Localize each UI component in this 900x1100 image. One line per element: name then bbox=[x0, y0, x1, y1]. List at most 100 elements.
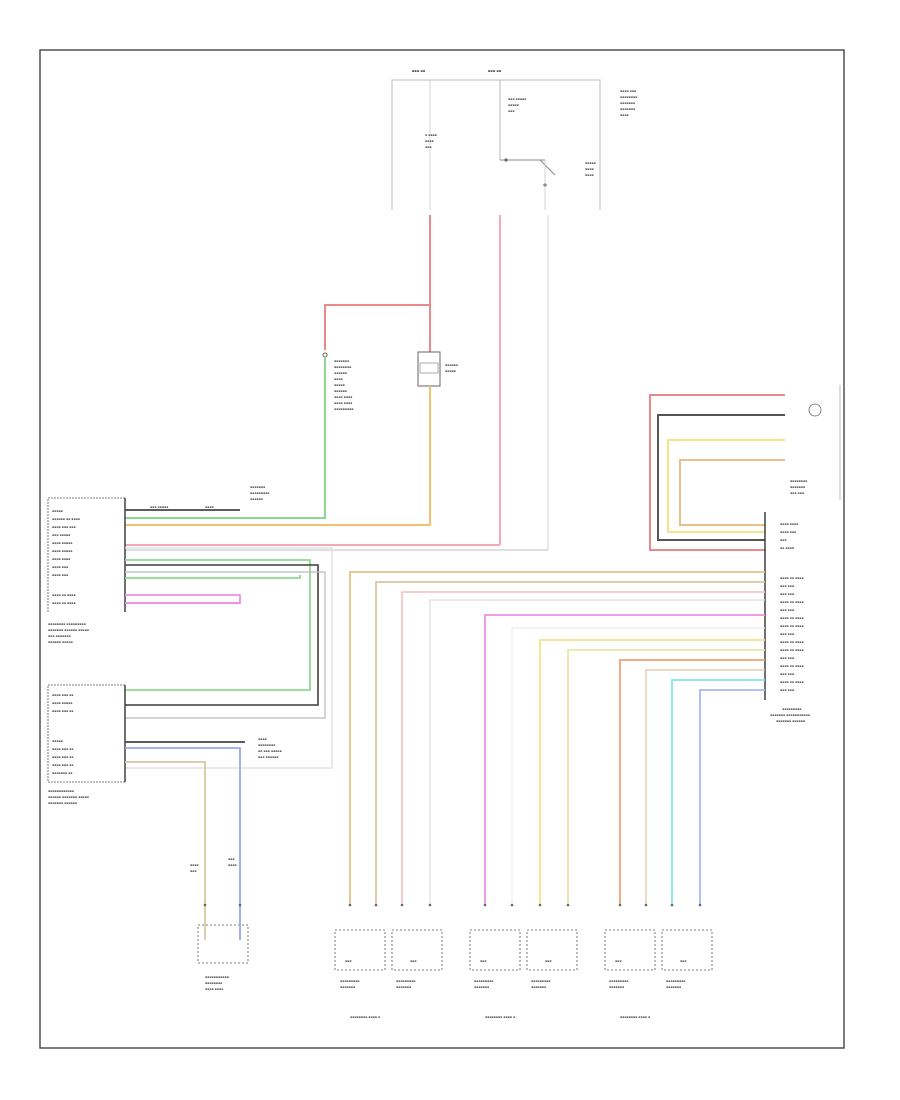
cell-wires bbox=[349, 571, 765, 905]
svg-text:▪▪▪ ▪▪▪: ▪▪▪ ▪▪▪ bbox=[780, 584, 794, 588]
svg-text:▪▪▪▪ ▪▪ ▪▪▪▪: ▪▪▪▪ ▪▪ ▪▪▪▪ bbox=[780, 640, 804, 644]
svg-text:▪▪▪▪▪▪▪▪▪▪▪: ▪▪▪▪▪▪▪▪▪▪▪ bbox=[205, 975, 229, 979]
svg-text:▪▪▪▪ ▪▪▪ ▪▪: ▪▪▪▪ ▪▪▪ ▪▪ bbox=[52, 747, 73, 751]
svg-text:▪▪▪: ▪▪▪ bbox=[680, 959, 686, 963]
svg-text:▪▪▪▪▪▪▪: ▪▪▪▪▪▪▪ bbox=[250, 485, 265, 489]
svg-text:▪▪▪▪▪▪▪▪▪: ▪▪▪▪▪▪▪▪▪ bbox=[396, 979, 415, 983]
svg-text:▪▪▪▪▪▪▪: ▪▪▪▪▪▪▪ bbox=[666, 985, 681, 989]
diagram-frame bbox=[39, 49, 845, 1049]
relay-output-wires bbox=[125, 386, 548, 551]
svg-text:▪▪▪▪: ▪▪▪▪ bbox=[620, 113, 629, 117]
relay-group: ▪▪▪▪▪▪ ▪▪▪▪▪ ▪▪▪▪▪▪▪ ▪▪▪▪▪▪▪▪ ▪▪▪▪▪▪ ▪▪▪… bbox=[322, 351, 458, 411]
svg-text:▪▪▪▪ ▪▪ ▪▪▪▪: ▪▪▪▪ ▪▪ ▪▪▪▪ bbox=[780, 576, 804, 580]
svg-text:▪▪▪▪ ▪▪▪▪▪: ▪▪▪▪ ▪▪▪▪▪ bbox=[52, 701, 72, 705]
svg-text:▪▪▪▪▪▪▪ ▪▪▪▪▪▪ ▪▪▪▪▪: ▪▪▪▪▪▪▪ ▪▪▪▪▪▪ ▪▪▪▪▪ bbox=[48, 628, 89, 632]
svg-text:▪▪▪: ▪▪▪ bbox=[480, 959, 486, 963]
svg-text:▪▪▪▪ ▪▪▪ ▪▪▪: ▪▪▪▪ ▪▪▪ ▪▪▪ bbox=[52, 525, 76, 529]
svg-text:▪▪▪▪▪▪: ▪▪▪▪▪▪ bbox=[334, 371, 347, 375]
cell-pins bbox=[203, 903, 702, 907]
fuse-text-left: ▪▪▪ ▪▪ bbox=[412, 69, 426, 73]
svg-text:▪▪▪: ▪▪▪ bbox=[545, 959, 551, 963]
svg-text:▪▪▪▪ ▪▪▪ ▪▪: ▪▪▪▪ ▪▪▪ ▪▪ bbox=[52, 709, 73, 713]
svg-text:▪▪▪▪▪▪▪▪: ▪▪▪▪▪▪▪▪ bbox=[620, 95, 637, 99]
svg-text:▪▪▪▪▪▪▪▪: ▪▪▪▪▪▪▪▪ bbox=[334, 365, 351, 369]
right-module: ▪▪▪▪ ▪▪▪▪ ▪▪▪▪ ▪▪▪ ▪▪▪ ▪▪ ▪▪▪▪ ▪▪▪▪ ▪▪ ▪… bbox=[764, 512, 810, 723]
svg-text:▪▪▪▪▪▪▪▪▪: ▪▪▪▪▪▪▪▪▪ bbox=[334, 407, 353, 411]
svg-text:▪▪▪▪▪: ▪▪▪▪▪ bbox=[508, 103, 519, 107]
svg-text:▪▪▪▪▪▪▪: ▪▪▪▪▪▪▪ bbox=[790, 485, 805, 489]
cell-group-1: ▪▪▪ ▪▪▪ ▪▪▪▪▪▪▪▪▪ ▪▪▪▪▪▪▪ ▪▪▪▪▪▪▪▪▪ ▪▪▪▪… bbox=[334, 929, 443, 1019]
svg-text:▪▪▪▪: ▪▪▪▪ bbox=[425, 139, 434, 143]
svg-text:▪▪▪▪▪▪: ▪▪▪▪▪▪ bbox=[445, 363, 458, 367]
svg-text:▪▪▪▪▪: ▪▪▪▪▪ bbox=[52, 509, 63, 513]
svg-text:▪▪▪▪ ▪▪▪▪: ▪▪▪▪ ▪▪▪▪ bbox=[205, 987, 223, 991]
svg-text:▪▪▪▪ ▪▪▪ ▪▪: ▪▪▪▪ ▪▪▪ ▪▪ bbox=[52, 755, 73, 759]
cell-group-3: ▪▪▪ ▪▪▪ ▪▪▪▪▪▪▪▪▪ ▪▪▪▪▪▪▪ ▪▪▪▪▪▪▪▪▪ ▪▪▪▪… bbox=[604, 929, 713, 1019]
svg-text:▪▪▪▪▪▪: ▪▪▪▪▪▪ bbox=[334, 389, 347, 393]
svg-text:▪▪▪ ▪▪▪: ▪▪▪ ▪▪▪ bbox=[780, 592, 794, 596]
svg-text:▪▪▪ ▪▪▪: ▪▪▪ ▪▪▪ bbox=[780, 632, 794, 636]
svg-text:▪▪▪▪▪▪▪▪: ▪▪▪▪▪▪▪▪ bbox=[205, 981, 222, 985]
left-module-label: ▪▪▪▪▪▪▪▪ ▪▪▪▪▪▪▪▪▪ bbox=[48, 622, 86, 626]
svg-text:▪▪▪▪ ▪▪▪▪: ▪▪▪▪ ▪▪▪▪ bbox=[334, 401, 352, 405]
svg-text:▪▪▪▪▪: ▪▪▪▪▪ bbox=[52, 739, 63, 743]
svg-text:▪▪▪ ▪▪▪: ▪▪▪ ▪▪▪ bbox=[780, 608, 794, 612]
cell-group-2-label: ▪▪▪▪▪▪▪▪ ▪▪▪▪ ▪ bbox=[485, 1015, 515, 1019]
cell-group-3-label: ▪▪▪▪▪▪▪▪ ▪▪▪▪ ▪ bbox=[620, 1015, 650, 1019]
fuse-note-1: ▪ ▪▪▪▪ bbox=[425, 133, 437, 137]
svg-text:▪▪▪▪: ▪▪▪▪ bbox=[585, 167, 594, 171]
svg-text:▪▪▪▪▪▪▪▪▪: ▪▪▪▪▪▪▪▪▪ bbox=[666, 979, 685, 983]
svg-text:▪▪▪ ▪▪▪: ▪▪▪ ▪▪▪ bbox=[790, 491, 804, 495]
cell-group-1-label: ▪▪▪▪▪▪▪▪ ▪▪▪▪ ▪ bbox=[350, 1015, 380, 1019]
svg-text:▪▪▪: ▪▪▪ bbox=[508, 109, 514, 113]
fuse-icon bbox=[322, 352, 328, 358]
svg-text:▪▪▪▪▪▪▪ ▪▪▪▪▪▪: ▪▪▪▪▪▪▪ ▪▪▪▪▪▪ bbox=[776, 719, 805, 723]
fuse-note-2: ▪▪▪ ▪▪▪▪▪ bbox=[508, 97, 526, 101]
left-module-lower: ▪▪▪▪ ▪▪▪ ▪▪ ▪▪▪▪ ▪▪▪▪▪ ▪▪▪▪ ▪▪▪ ▪▪ ▪▪▪▪▪… bbox=[47, 684, 126, 805]
svg-text:▪▪▪▪: ▪▪▪▪ bbox=[334, 377, 343, 381]
fuse-label-left bbox=[408, 66, 440, 76]
left-module-upper: ▪▪▪▪▪ ▪▪▪▪▪▪ ▪▪ ▪▪▪▪ ▪▪▪▪ ▪▪▪ ▪▪▪ ▪▪▪ ▪▪… bbox=[47, 497, 126, 644]
svg-text:▪▪▪▪▪▪▪: ▪▪▪▪▪▪▪ bbox=[334, 359, 349, 363]
svg-text:▪▪▪▪ ▪▪▪: ▪▪▪▪ ▪▪▪ bbox=[52, 565, 68, 569]
svg-text:▪▪▪▪ ▪▪ ▪▪▪▪: ▪▪▪▪ ▪▪ ▪▪▪▪ bbox=[780, 624, 804, 628]
svg-text:▪▪▪▪ ▪▪▪▪: ▪▪▪▪ ▪▪▪▪ bbox=[52, 557, 70, 561]
svg-text:▪▪▪▪ ▪▪ ▪▪▪▪: ▪▪▪▪ ▪▪ ▪▪▪▪ bbox=[780, 600, 804, 604]
svg-text:▪▪▪▪▪▪▪▪▪: ▪▪▪▪▪▪▪▪▪ bbox=[609, 979, 628, 983]
svg-text:▪▪▪▪: ▪▪▪▪ bbox=[205, 505, 214, 509]
svg-text:▪▪ ▪▪▪ ▪▪▪▪▪: ▪▪ ▪▪▪ ▪▪▪▪▪ bbox=[258, 749, 282, 753]
fuse-block-outline bbox=[391, 79, 601, 210]
svg-text:▪▪▪ ▪▪▪: ▪▪▪ ▪▪▪ bbox=[780, 672, 794, 676]
svg-text:▪▪▪▪▪▪▪: ▪▪▪▪▪▪▪ bbox=[531, 985, 546, 989]
wire-red-branch bbox=[324, 304, 430, 350]
svg-text:▪▪▪▪▪▪▪ ▪▪: ▪▪▪▪▪▪▪ ▪▪ bbox=[52, 771, 72, 775]
svg-text:▪▪▪ ▪▪▪▪▪: ▪▪▪ ▪▪▪▪▪ bbox=[150, 505, 168, 509]
svg-text:▪▪▪▪: ▪▪▪▪ bbox=[258, 737, 267, 741]
feed-wires bbox=[324, 215, 549, 550]
svg-text:▪▪▪▪▪▪ ▪▪ ▪▪▪▪: ▪▪▪▪▪▪ ▪▪ ▪▪▪▪ bbox=[52, 517, 80, 521]
svg-text:▪▪▪▪ ▪▪ ▪▪▪▪: ▪▪▪▪ ▪▪ ▪▪▪▪ bbox=[780, 616, 804, 620]
svg-text:▪▪▪▪▪▪▪▪: ▪▪▪▪▪▪▪▪ bbox=[790, 479, 807, 483]
svg-text:▪▪▪: ▪▪▪ bbox=[410, 959, 416, 963]
svg-text:▪▪▪▪▪▪▪ ▪▪▪▪▪▪: ▪▪▪▪▪▪▪ ▪▪▪▪▪▪ bbox=[48, 801, 77, 805]
svg-text:▪▪▪▪ ▪▪▪▪: ▪▪▪▪ ▪▪▪▪ bbox=[334, 395, 352, 399]
svg-text:▪▪▪ ▪▪▪: ▪▪▪ ▪▪▪ bbox=[780, 688, 794, 692]
svg-text:▪▪▪▪▪▪▪: ▪▪▪▪▪▪▪ bbox=[340, 985, 355, 989]
left-module-wires: ▪▪▪ ▪▪▪▪▪ ▪▪▪▪ bbox=[125, 505, 333, 769]
svg-text:▪▪▪▪ ▪▪▪▪: ▪▪▪▪ ▪▪▪▪ bbox=[780, 522, 798, 526]
fuse-note-3: ▪▪▪▪ ▪▪▪ bbox=[620, 89, 636, 93]
svg-text:▪▪▪ ▪▪▪▪▪: ▪▪▪ ▪▪▪▪▪ bbox=[52, 533, 70, 537]
transmission-pump: ▪▪▪▪▪▪▪▪▪▪▪ ▪▪▪▪▪▪▪▪ ▪▪▪▪ ▪▪▪▪ ▪▪▪▪ ▪▪▪ … bbox=[190, 857, 249, 991]
svg-text:▪▪▪▪▪: ▪▪▪▪▪ bbox=[445, 369, 456, 373]
svg-text:▪▪▪: ▪▪▪ bbox=[615, 959, 621, 963]
svg-text:▪▪▪ ▪▪▪: ▪▪▪ ▪▪▪ bbox=[780, 656, 794, 660]
fuse-label-right bbox=[484, 66, 516, 76]
fuse-text-right: ▪▪▪ ▪▪ bbox=[488, 69, 502, 73]
svg-text:▪▪▪▪▪▪▪ ▪▪▪▪▪▪▪▪▪▪▪: ▪▪▪▪▪▪▪ ▪▪▪▪▪▪▪▪▪▪▪ bbox=[770, 713, 810, 717]
cell-group-2: ▪▪▪ ▪▪▪ ▪▪▪▪▪▪▪▪▪ ▪▪▪▪▪▪▪ ▪▪▪▪▪▪▪▪▪ ▪▪▪▪… bbox=[469, 929, 578, 1019]
svg-text:▪▪▪▪ ▪▪▪: ▪▪▪▪ ▪▪▪ bbox=[780, 530, 796, 534]
svg-text:▪▪▪▪ ▪▪ ▪▪▪▪: ▪▪▪▪ ▪▪ ▪▪▪▪ bbox=[780, 648, 804, 652]
svg-text:▪▪▪▪ ▪▪ ▪▪▪▪: ▪▪▪▪ ▪▪ ▪▪▪▪ bbox=[52, 601, 76, 605]
right-module-label: ▪▪▪▪▪▪▪▪▪ bbox=[782, 707, 801, 711]
